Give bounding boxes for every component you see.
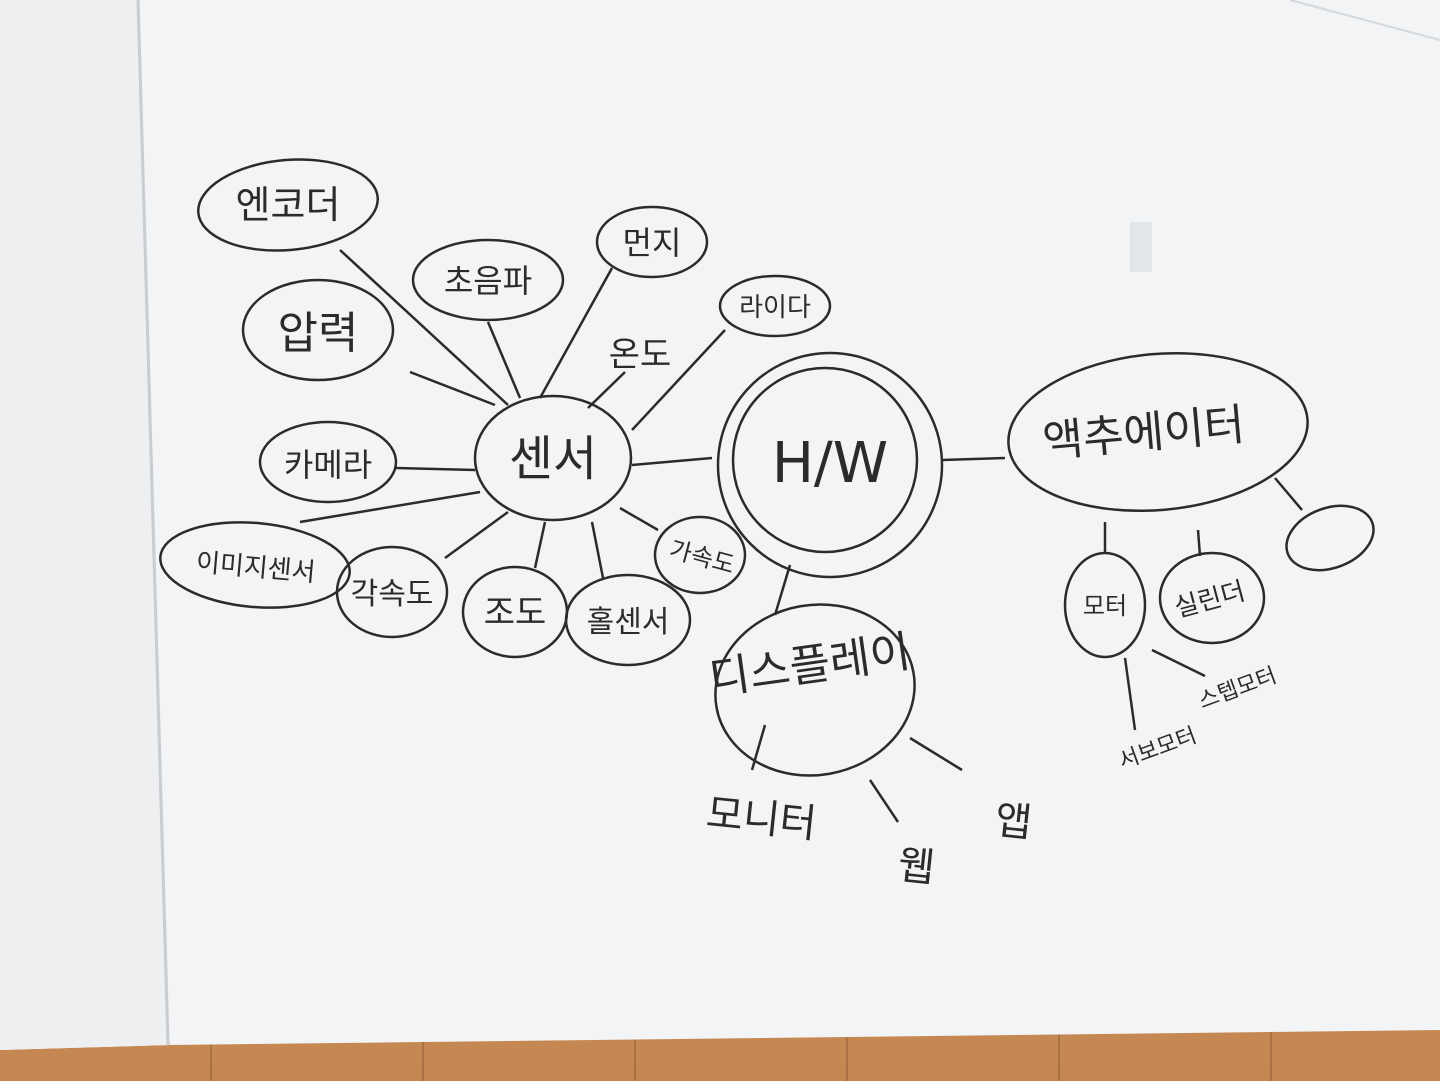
actuator-item-label: 모터	[1083, 592, 1127, 620]
center-outer-circle	[716, 351, 944, 579]
item-ellipse-lidar	[718, 274, 832, 338]
sensor-item-label: 홀센서	[587, 605, 670, 640]
item-ellipse-pressure	[241, 278, 395, 382]
item-ellipse-ultrasonic	[411, 238, 565, 322]
sensor-item-label: 카메라	[284, 446, 372, 484]
item-ellipse-encoder	[197, 158, 379, 252]
sensor-item-label: 각속도	[351, 577, 434, 612]
spoke	[587, 371, 626, 409]
connector-hw-display	[773, 564, 792, 616]
left-board-panel	[0, 0, 170, 1050]
spoke	[631, 329, 726, 431]
spoke	[339, 249, 509, 406]
mindmap	[159, 158, 1375, 823]
spoke	[409, 370, 496, 407]
spoke	[1123, 657, 1137, 731]
sensor-hub-ellipse	[473, 394, 633, 522]
spoke	[1274, 477, 1303, 511]
item-ellipse-blank	[1285, 504, 1375, 572]
sensor-item-label: 압력	[278, 308, 359, 359]
connector-hw-actuator	[941, 456, 1006, 462]
item-ellipse-image-sensor	[159, 521, 351, 609]
spoke	[395, 466, 476, 472]
display-item-label: 웹	[896, 842, 937, 892]
board-edge	[1289, 0, 1440, 41]
panel-seam	[136, 0, 170, 1046]
spoke	[533, 521, 547, 569]
spoke	[1196, 529, 1202, 557]
display-item-label: 앱	[993, 797, 1034, 847]
sensor-item-label: 먼지	[623, 224, 682, 262]
actuator-hub-ellipse	[1007, 351, 1309, 513]
spoke	[1151, 648, 1206, 678]
center-label: H/W	[772, 431, 888, 496]
spoke	[619, 506, 659, 532]
spoke	[444, 510, 509, 560]
sensor-hub-label: 센서	[509, 431, 597, 487]
reflection	[1130, 222, 1152, 272]
connector-sensor-hw	[631, 456, 713, 467]
display-item-label: 모니터	[704, 790, 819, 847]
spoke	[868, 779, 900, 823]
center-inner-circle	[731, 366, 919, 554]
spoke	[750, 724, 767, 771]
spoke	[299, 490, 481, 524]
whiteboard-surface	[0, 0, 1440, 1050]
display-hub-ellipse	[714, 603, 916, 777]
spoke	[486, 321, 522, 399]
spoke	[590, 521, 605, 579]
item-ellipse-camera	[258, 420, 398, 504]
item-ellipse-illuminance	[461, 565, 569, 659]
sensor-item-label: 라이다	[739, 293, 811, 323]
item-ellipse-dust	[595, 205, 709, 279]
spoke	[538, 267, 614, 399]
spoke	[909, 736, 963, 772]
sensor-item-label: 엔코더	[236, 183, 341, 227]
item-ellipse-cylinder	[1158, 551, 1266, 645]
sensor-item-label: 조도	[484, 593, 547, 633]
item-ellipse-accel	[653, 515, 747, 595]
item-ellipse-motor	[1063, 551, 1147, 659]
sensor-item-label: 초음파	[444, 262, 532, 300]
sensor-item-label: 온도	[609, 335, 672, 375]
